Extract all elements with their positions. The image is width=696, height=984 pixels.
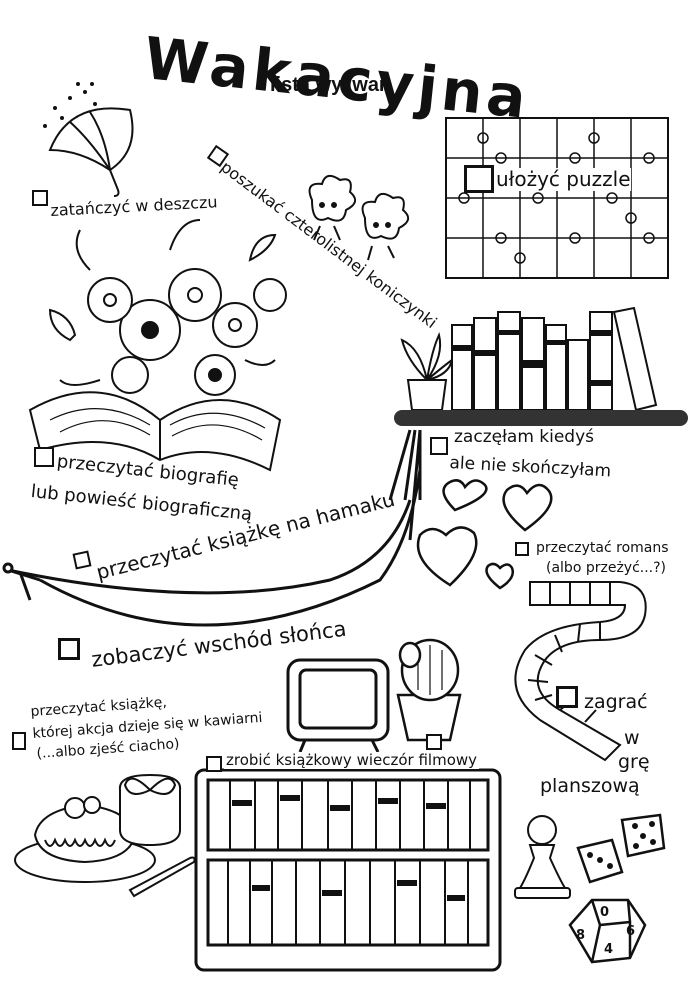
- label-movie-night: zrobić książkowy wieczór filmowy: [224, 751, 480, 770]
- checkbox-dance-rain[interactable]: [32, 190, 48, 206]
- chess-pawn-icon: [514, 815, 571, 899]
- checkbox-unfinished[interactable]: [430, 437, 448, 455]
- d12-die-icon: [568, 898, 647, 964]
- checkbox-puzzle[interactable]: [464, 165, 494, 193]
- bookcase-icon: [194, 768, 502, 972]
- checkbox-hammock[interactable]: [72, 550, 92, 570]
- d12-number-bottom: 4: [604, 942, 614, 957]
- checkbox-biography[interactable]: [34, 447, 54, 467]
- label-board-game-4: planszową: [540, 775, 640, 797]
- checkbox-board-game[interactable]: [556, 686, 578, 708]
- flower-book-icon: [28, 219, 287, 472]
- checkbox-movie-night[interactable]: [206, 756, 222, 772]
- d12-number-top: 0: [600, 905, 610, 920]
- shelf-plank: [394, 410, 688, 426]
- checkbox-movie-night-tv[interactable]: [426, 734, 442, 750]
- label-puzzle: ułożyć puzzle: [496, 167, 631, 191]
- label-romance-line1: przeczytać romans: [536, 540, 669, 556]
- rain-drops-icon: [43, 82, 97, 128]
- label-unfinished-line1: zaczęłam kiedyś: [454, 427, 595, 447]
- jar-icon: [118, 773, 182, 847]
- d12-number-left: 8: [576, 928, 586, 943]
- checkbox-sunrise[interactable]: [58, 638, 80, 660]
- checkbox-cafe[interactable]: [12, 732, 26, 750]
- hammock-icon: [2, 429, 422, 627]
- hearts-icon: [416, 479, 553, 590]
- label-board-game-3: grę: [618, 751, 650, 773]
- bookshelf-books-icon: [451, 306, 658, 412]
- page-subtitle: lista wyzwań: [270, 74, 392, 96]
- plant-icon: [400, 332, 454, 411]
- puzzle-board-icon: [445, 117, 669, 279]
- cactus-icon: [396, 638, 462, 742]
- checkbox-romance[interactable]: [515, 542, 529, 556]
- clover-characters-icon: [308, 174, 410, 261]
- d12-number-right: 6: [626, 924, 636, 939]
- dice-icon: [576, 813, 666, 884]
- umbrella-icon: [48, 107, 134, 197]
- label-board-game-1: zagrać: [584, 691, 648, 713]
- tv-icon: [286, 658, 390, 753]
- label-romance-line2: (albo przeżyć...?): [546, 560, 667, 576]
- cake-icon: [14, 796, 196, 898]
- label-board-game-2: w: [624, 727, 640, 749]
